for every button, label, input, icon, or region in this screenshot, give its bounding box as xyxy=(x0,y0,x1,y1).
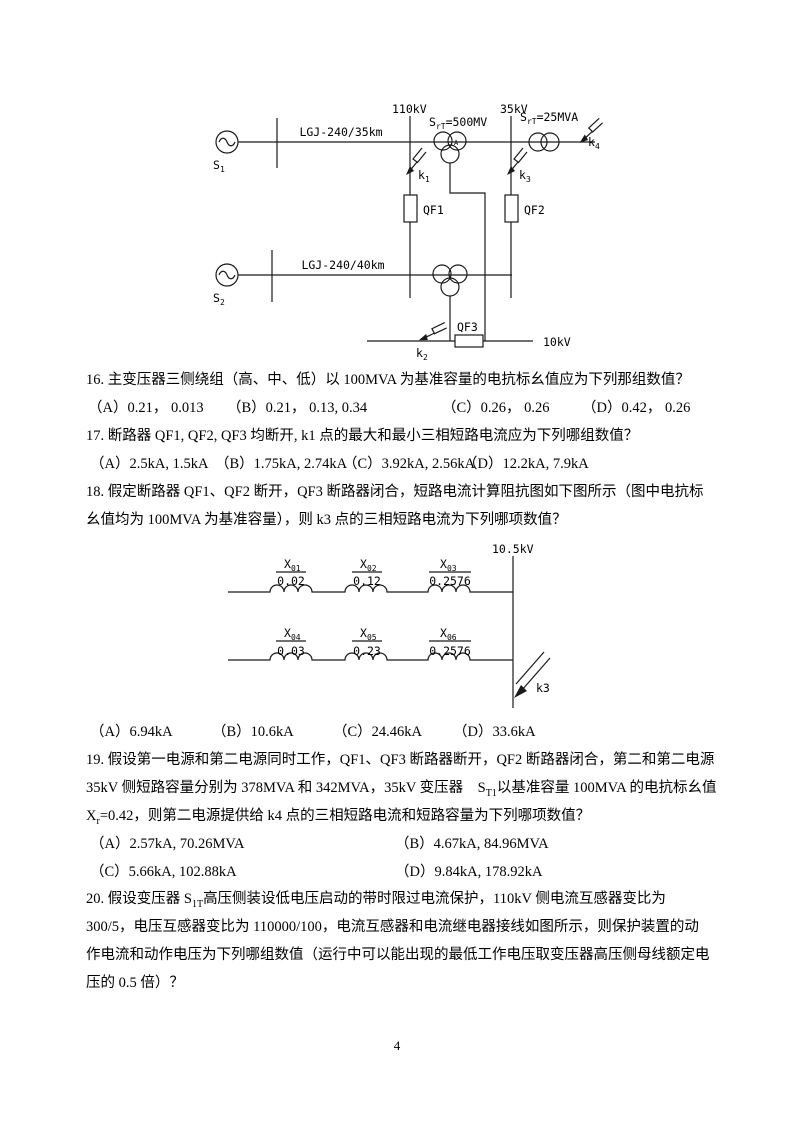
x03-label: X03 xyxy=(440,557,457,573)
q18-text-line2: 幺值均为 100MVA 为基准容量），则 k3 点的三相短路电流为下列哪项数值？ xyxy=(86,512,567,528)
transformer-t1-mark: A xyxy=(454,139,459,147)
fault-k4-label: k4 xyxy=(588,135,600,151)
fault-k3-label: k3 xyxy=(536,681,550,695)
q16-option-c: （C）0.26， 0.26 xyxy=(442,400,550,416)
transformer-t2-three-winding xyxy=(432,264,468,297)
x06-value: 0.2576 xyxy=(429,644,471,658)
q17-option-b: （B）1.75kA, 2.74kA xyxy=(215,456,348,472)
q16-option-d: （D）0.42， 0.26 xyxy=(582,400,691,416)
fault-k1-label: k1 xyxy=(418,168,430,184)
q18-option-d: （D）33.6kA xyxy=(453,724,536,740)
q17-text: 17. 断路器 QF1, QF2, QF3 均断开, k1 点的最大和最小三相短… xyxy=(86,428,639,444)
x04-label: X04 xyxy=(284,626,301,642)
x02-label: X02 xyxy=(360,557,377,573)
x02-value: 0.12 xyxy=(353,574,381,588)
bus-35kv-label: 35kV xyxy=(500,102,528,116)
line-top-label: LGJ-240/35km xyxy=(299,125,382,139)
fault-k3-icon xyxy=(514,651,551,698)
q20-text-line2: 300/5，电压互感器变比为 110000/100，电流互感器和电流继电器接线如… xyxy=(86,919,699,935)
sine-icon xyxy=(218,270,236,280)
x04-value: 0.03 xyxy=(277,644,305,658)
source-s1-label: S1 xyxy=(213,158,225,174)
q18-option-a: （A）6.94kA xyxy=(90,724,173,740)
q20-text-line3: 作电流和动作电压为下列哪组数值（运行中可以能出现的最低工作电压取变压器高压侧母线… xyxy=(86,947,710,963)
x01-label: X01 xyxy=(284,557,301,573)
bus-105kv-label: 10.5kV xyxy=(492,542,534,556)
bus-110kv-label: 110kV xyxy=(392,102,427,116)
breaker-qf3-label: QF3 xyxy=(457,320,478,334)
fault-k2-icon xyxy=(418,315,449,350)
transformer-t1-label: SrT=500MV xyxy=(429,115,487,131)
transformer-t1-three-winding: A xyxy=(433,131,467,164)
q19-text-line2: 35kV 侧短路容量分别为 378MVA 和 342MVA，35kV 变压器 S… xyxy=(86,780,717,799)
q18-option-c: （C）24.46kA xyxy=(333,724,423,740)
q19-text-line1: 19. 假设第一电源和第二电源同时工作，QF1、QF3 断路器断开，QF2 断路… xyxy=(86,752,715,768)
transformer-t3-label: SrT=25MVA xyxy=(520,110,578,126)
breaker-qf2 xyxy=(504,194,519,223)
source-s2-label: S2 xyxy=(213,291,225,307)
page-number: 4 xyxy=(393,1038,401,1053)
source-s1 xyxy=(215,130,239,154)
q17-option-c: （C）3.92kA, 2.56kA xyxy=(343,456,476,472)
x05-value: 0.23 xyxy=(353,644,381,658)
breaker-qf1 xyxy=(403,194,418,223)
breaker-qf2-label: QF2 xyxy=(524,203,545,217)
t1-tertiary-line xyxy=(449,163,486,341)
q19-text-line3: Xr=0.42，则第二电源提供给 k4 点的三相短路电流和短路容量为下列哪项数值… xyxy=(86,808,591,827)
q16-text: 16. 主变压器三侧绕组（高、中、低）以 100MVA 为基准容量的电抗标幺值应… xyxy=(86,372,690,388)
q19-option-b: （B）4.67kA, 84.96MVA xyxy=(395,836,549,852)
power-system-diagram: S1 LGJ-240/35km 110kV k1 QF1 A SrT=500MV… xyxy=(213,102,604,362)
q17-option-d: （D）12.2kA, 7.9kA xyxy=(463,456,589,472)
q16-option-b: （B）0.21， 0.13, 0.34 xyxy=(227,400,368,416)
fault-k2-label: k2 xyxy=(416,346,428,362)
q18-text-line1: 18. 假定断路器 QF1、QF2 断开，QF3 断路器闭合，短路电流计算阻抗图… xyxy=(86,484,704,500)
source-s2 xyxy=(215,263,239,287)
bus-10kv-label: 10kV xyxy=(543,335,571,349)
fault-k3-label: k3 xyxy=(519,168,531,184)
q19-option-c: （C）5.66kA, 102.88kA xyxy=(90,864,237,880)
x03-value: 0.2576 xyxy=(429,574,471,588)
branch-top xyxy=(228,584,513,593)
x01-value: 0.02 xyxy=(277,574,305,588)
q18-option-b: （B）10.6kA xyxy=(212,724,294,740)
q17-option-a: （A）2.5kA, 1.5kA xyxy=(90,456,209,472)
x05-label: X05 xyxy=(360,626,377,642)
reactance-diagram: 10.5kV X01 0.02 X02 0.12 X03 0.2576 X04 … xyxy=(228,542,551,708)
branch-bottom xyxy=(228,652,513,661)
breaker-qf1-label: QF1 xyxy=(423,203,444,217)
q20-text-line4: 压的 0.5 倍）？ xyxy=(86,975,184,991)
breaker-qf3 xyxy=(454,334,484,348)
x06-label: X06 xyxy=(440,626,457,642)
transformer-t3-two-winding xyxy=(528,132,560,152)
q19-option-d: （D）9.84kA, 178.92kA xyxy=(395,864,543,880)
q19-option-a: （A）2.57kA, 70.26MVA xyxy=(90,836,245,852)
sine-icon xyxy=(218,137,236,147)
line-bottom-label: LGJ-240/40km xyxy=(301,258,384,272)
q16-option-a: （A）0.21， 0.013 xyxy=(88,400,204,416)
q20-text-line1: 20. 假设变压器 S1T高压侧装设低电压启动的带时限过电流保护，110kV 侧… xyxy=(86,891,666,910)
